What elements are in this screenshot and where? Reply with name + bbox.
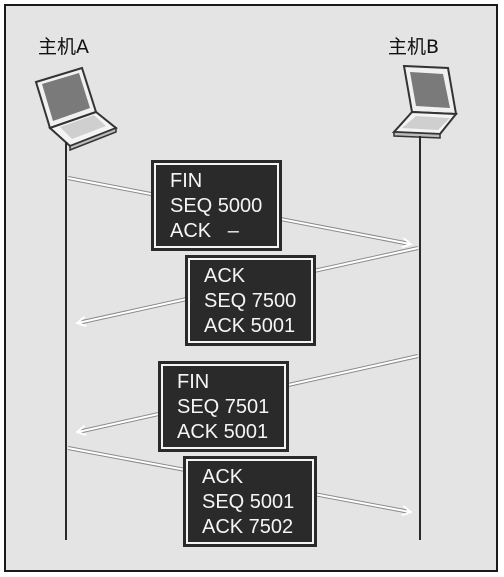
host-a-laptop-icon	[34, 66, 118, 152]
packet-ack: ACK 5001	[204, 315, 296, 337]
packet-seq: SEQ 5000	[170, 195, 263, 217]
host-b-laptop-icon	[391, 64, 459, 139]
packet-ack: ACK 7502	[202, 516, 294, 538]
packet-seq: SEQ 7501	[177, 396, 270, 418]
packet-ack-2: ACK SEQ 5001 ACK 7502	[185, 458, 315, 545]
packet-flag: FIN	[177, 371, 210, 393]
packet-flag: FIN	[170, 170, 203, 192]
packet-seq: SEQ 5001	[202, 491, 295, 513]
packet-flag: ACK	[204, 265, 246, 287]
packet-ack: ACK –	[170, 220, 239, 242]
packet-seq: SEQ 7500	[204, 290, 297, 312]
packet-fin-2: FIN SEQ 7501 ACK 5001	[160, 363, 287, 450]
host-a-label: 主机A	[38, 36, 89, 58]
packet-flag: ACK	[202, 466, 244, 488]
packet-fin-1: FIN SEQ 5000 ACK –	[153, 162, 280, 249]
host-b-label: 主机B	[388, 36, 440, 58]
packet-ack-1: ACK SEQ 7500 ACK 5001	[187, 257, 314, 344]
packet-ack: ACK 5001	[177, 421, 269, 443]
